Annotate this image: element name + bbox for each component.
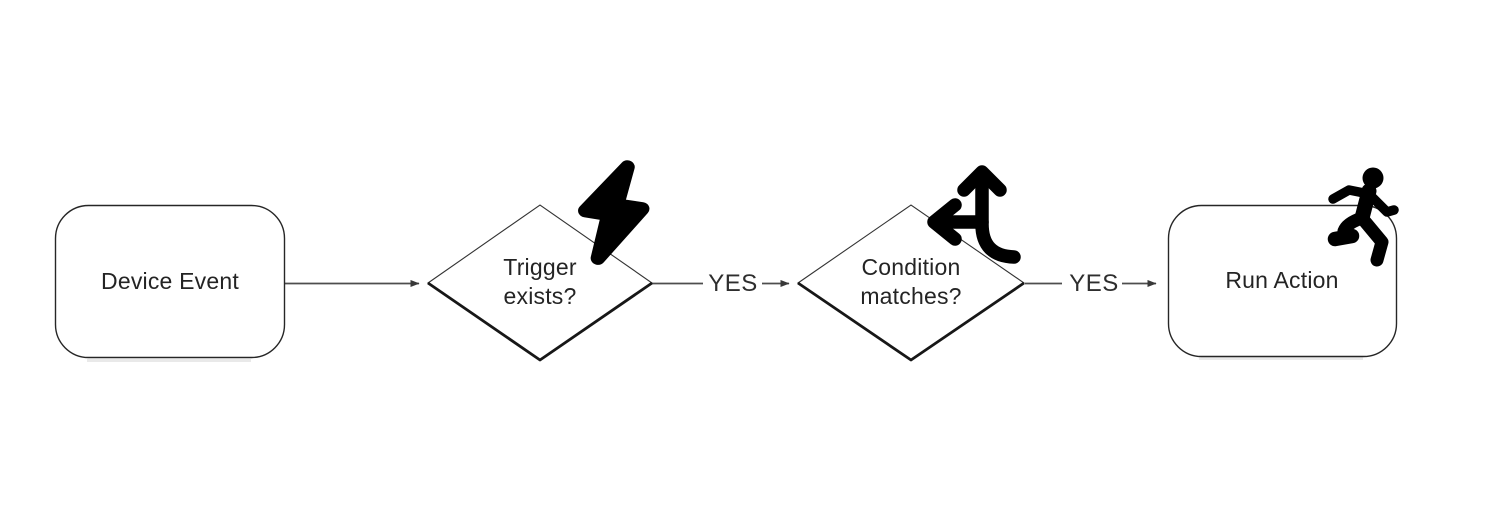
person-running-icon xyxy=(1327,167,1399,267)
split-arrows-icon xyxy=(927,165,1021,264)
lightning-bolt-icon xyxy=(578,160,650,265)
node-condition-matches xyxy=(797,204,1025,362)
node-trigger-exists xyxy=(427,204,653,362)
node-device-event xyxy=(54,204,286,359)
